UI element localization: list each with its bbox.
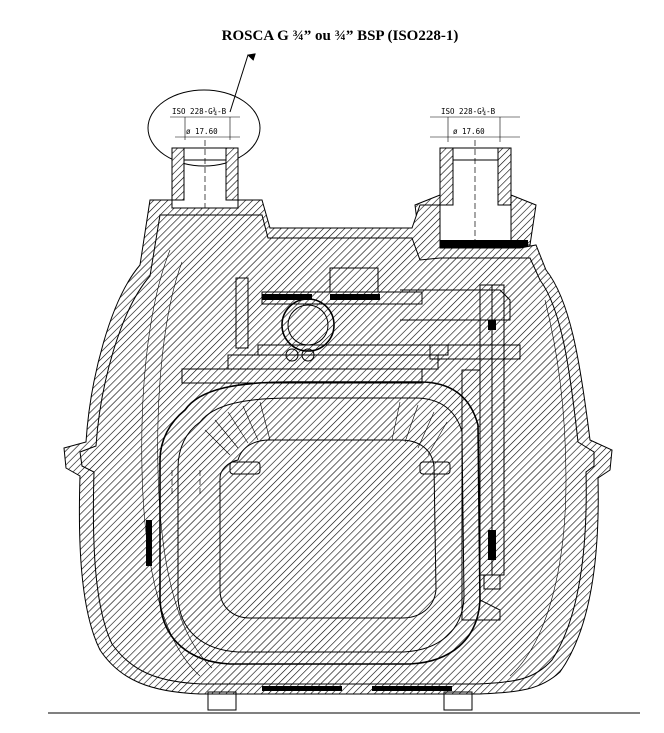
callout-arrow xyxy=(229,53,256,113)
meter-mechanism xyxy=(181,267,521,384)
callout-title: ROSCA G ¾” ou ¾” BSP (ISO228-1) xyxy=(221,28,459,44)
left-diameter-label: ø 17.60 xyxy=(186,127,218,136)
right-thread-label: ISO 228-G¾-B xyxy=(441,107,496,116)
left-thread-label: ISO 228-G¾-B xyxy=(172,107,227,116)
callout-ellipse xyxy=(147,89,261,167)
right-diameter-label: ø 17.60 xyxy=(453,127,485,136)
meter-housing xyxy=(63,199,613,695)
meter-base xyxy=(48,686,640,714)
right-port-dimension: ISO 228-G¾-B ø 17.60 xyxy=(430,107,520,142)
meter-housing-inner xyxy=(79,214,595,685)
left-inlet-port xyxy=(171,140,239,230)
left-port-dimension: ISO 228-G¾-B ø 17.60 xyxy=(170,107,240,140)
diaphragm-chamber xyxy=(146,381,481,665)
meter-shaft xyxy=(461,284,505,621)
